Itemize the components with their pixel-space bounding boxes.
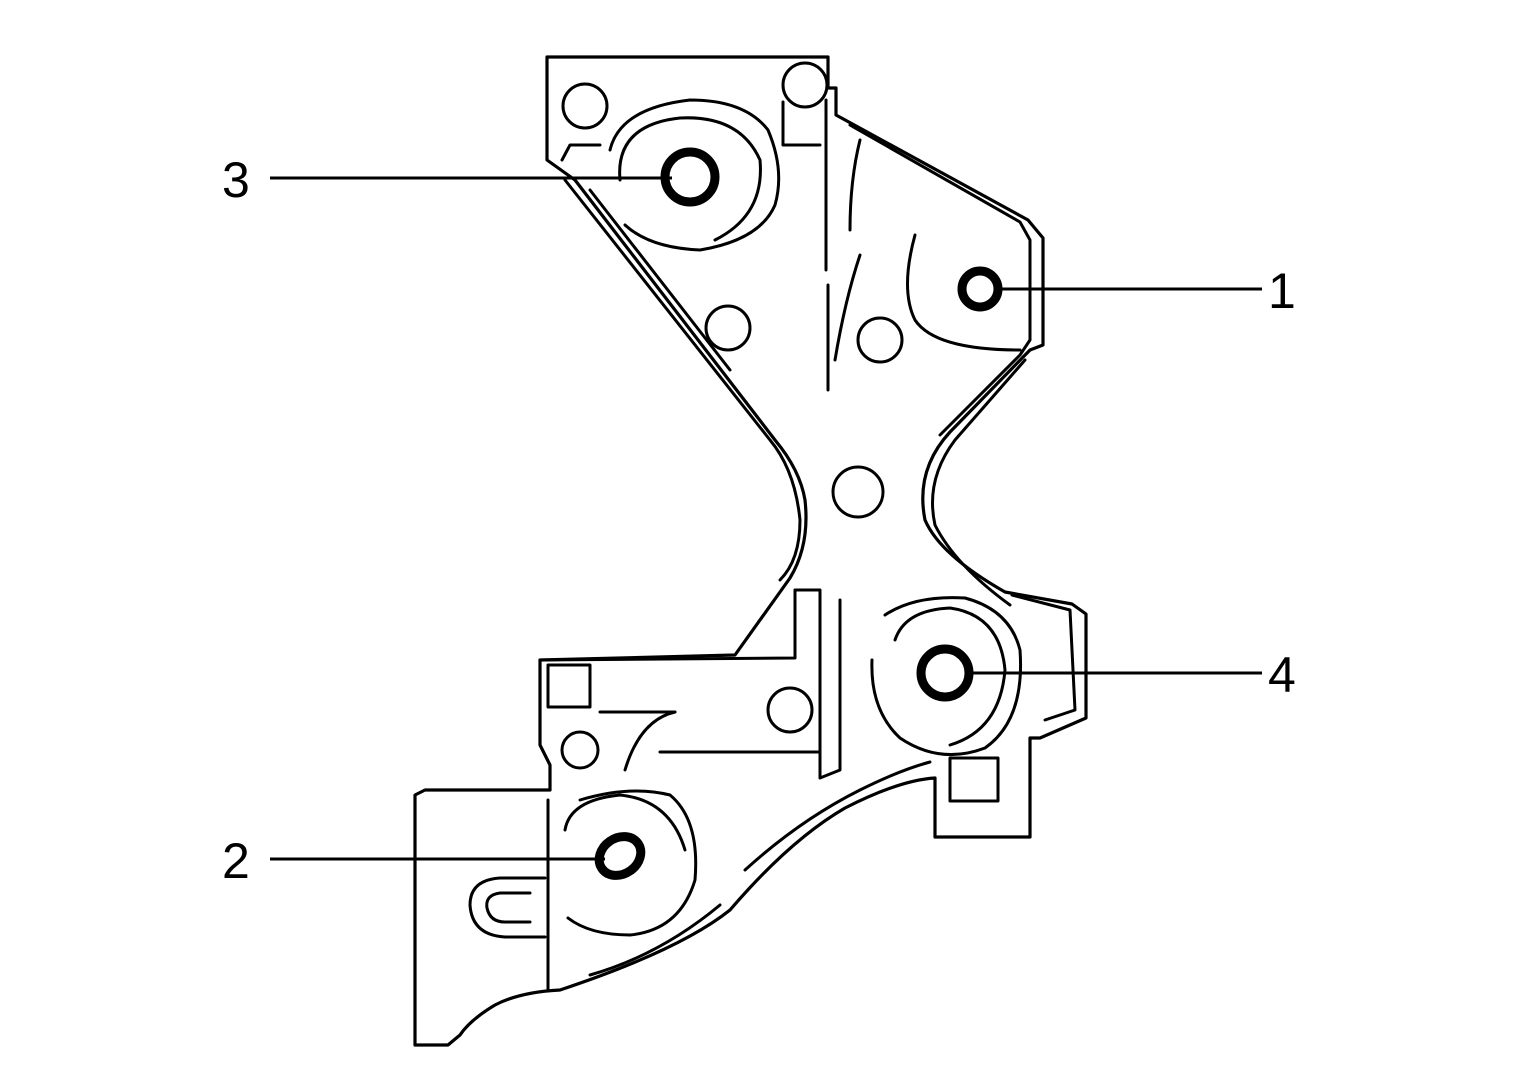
left-slot-inner	[485, 891, 532, 924]
right-rib-inner	[848, 138, 862, 232]
boss-4-inner	[893, 606, 1007, 747]
bolt-1	[957, 266, 1003, 312]
mid-left-hole	[704, 304, 752, 352]
callout-3: 3	[222, 152, 250, 208]
boss-2-inner	[563, 793, 687, 852]
bracket-outline	[413, 55, 1088, 1047]
boss-3-inner	[618, 116, 762, 242]
lower-bottom-rib	[588, 903, 722, 977]
callout-1: 1	[1268, 263, 1296, 319]
center-hole	[831, 465, 885, 519]
top-left-hole	[561, 82, 609, 130]
boss-2-outer	[566, 789, 698, 937]
left-rib-inner	[588, 188, 732, 372]
bolt-2	[594, 832, 646, 880]
right-square	[948, 756, 1000, 803]
lower-center-box	[793, 588, 842, 780]
pocket-1-curve	[906, 233, 1022, 352]
bolt-3	[660, 147, 720, 207]
right-waist-inner	[931, 358, 1027, 607]
left-slot	[468, 876, 547, 939]
top-right-hole	[781, 61, 829, 109]
lower-diagonal-rib	[743, 760, 932, 872]
top-left-notch	[560, 143, 602, 162]
lower-center-hole	[766, 686, 814, 734]
small-lower-hole	[560, 730, 600, 770]
callout-2: 2	[222, 833, 250, 889]
top-slot	[781, 100, 822, 147]
lower-center-flange	[538, 588, 797, 662]
left-rib	[563, 178, 802, 582]
boss-3-outer	[608, 98, 781, 252]
bolt-4	[916, 644, 974, 702]
mid-right-hole	[856, 316, 904, 364]
diagonal-rib	[833, 253, 862, 362]
boss-4-outer	[870, 596, 1023, 757]
callout-4: 4	[1268, 647, 1296, 703]
lower-curve-rib	[623, 710, 677, 772]
right-flange	[1010, 593, 1077, 722]
lower-left-square	[546, 663, 592, 709]
